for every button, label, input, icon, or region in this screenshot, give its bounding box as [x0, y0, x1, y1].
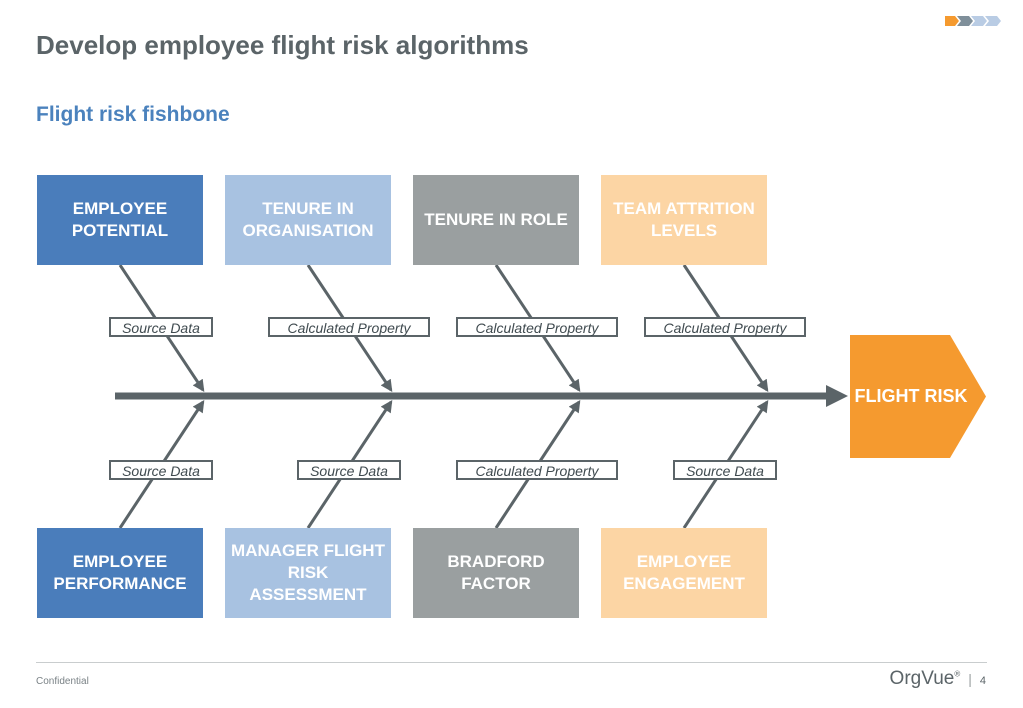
footer-divider	[36, 662, 987, 663]
flight-risk-label: FLIGHT RISK	[854, 386, 968, 406]
spine-arrowhead	[826, 385, 848, 407]
cause-tag-source-data: Source Data	[109, 317, 213, 337]
cause-tag-calculated-property: Calculated Property	[456, 460, 618, 480]
cause-tag-source-data: Source Data	[109, 460, 213, 480]
cause-tag-source-data: Source Data	[297, 460, 401, 480]
cause-box-employee-performance: EMPLOYEE PERFORMANCE	[37, 528, 203, 618]
page-subtitle: Flight risk fishbone	[36, 103, 230, 126]
cause-box-manager-flight-risk-assessment: MANAGER FLIGHT RISK ASSESSMENT	[225, 528, 391, 618]
footer-confidential: Confidential	[36, 676, 89, 687]
cause-box-employee-potential: EMPLOYEE POTENTIAL	[37, 175, 203, 265]
cause-tag-calculated-property: Calculated Property	[456, 317, 618, 337]
cause-tag-calculated-property: Calculated Property	[644, 317, 806, 337]
cause-box-tenure-in-organisation: TENURE IN ORGANISATION	[225, 175, 391, 265]
page-title: Develop employee flight risk algorithms	[36, 30, 529, 60]
footer-separator: |	[968, 671, 972, 687]
cause-box-team-attrition-levels: TEAM ATTRITION LEVELS	[601, 175, 767, 265]
orgvue-logo: OrgVue®	[889, 668, 961, 689]
cause-box-bradford-factor: BRADFORD FACTOR	[413, 528, 579, 618]
cause-box-employee-engagement: EMPLOYEE ENGAGEMENT	[601, 528, 767, 618]
cause-tag-source-data: Source Data	[673, 460, 777, 480]
cause-box-tenure-in-role: TENURE IN ROLE	[413, 175, 579, 265]
footer-branding: OrgVue® | 4	[890, 668, 986, 690]
flight-risk-shape	[850, 335, 986, 458]
page-number: 4	[979, 675, 986, 687]
cause-tag-calculated-property: Calculated Property	[268, 317, 430, 337]
progress-chevrons-icon	[945, 16, 1001, 26]
